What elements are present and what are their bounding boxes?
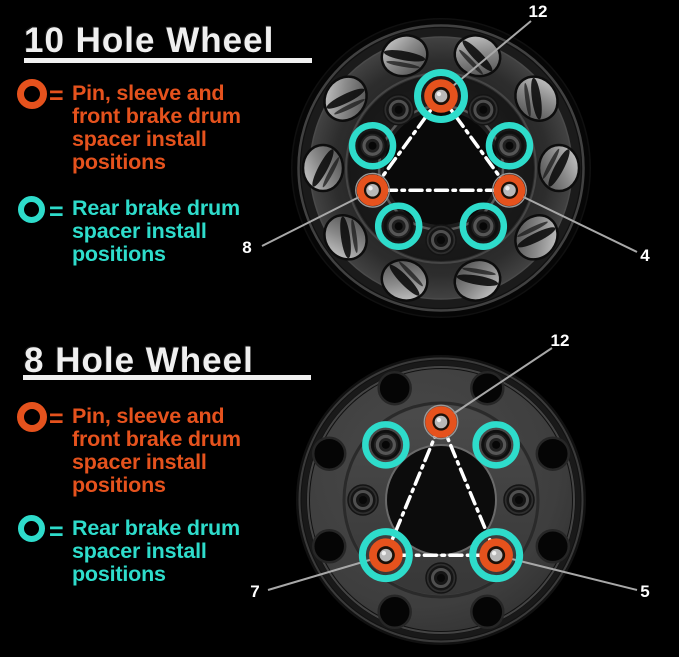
stud-marker-none bbox=[425, 224, 457, 256]
legend-text-front-positions: Pin, sleeve and front brake drum spacer … bbox=[72, 404, 241, 497]
leader-line bbox=[440, 347, 553, 423]
bolt-hole bbox=[377, 594, 412, 630]
equals-sign: = bbox=[49, 198, 64, 226]
teal-ring-icon bbox=[18, 196, 45, 223]
stud-marker-orange_and_teal bbox=[414, 69, 468, 123]
bolt-hole bbox=[470, 594, 505, 630]
leader-line bbox=[261, 189, 373, 247]
legend-text-front-positions: Pin, sleeve and front brake drum spacer … bbox=[72, 81, 241, 174]
callout-label-12-top: 12 bbox=[528, 2, 548, 21]
legend-text-rear-positions: Rear brake drum spacer install positions bbox=[72, 196, 240, 266]
callout-label-5: 5 bbox=[640, 582, 650, 601]
10-hole-wheel bbox=[261, 18, 638, 318]
bolt-hole bbox=[311, 436, 347, 471]
hand-hole bbox=[323, 75, 368, 122]
8-hole-wheel bbox=[267, 347, 638, 645]
stud-marker-none bbox=[347, 484, 379, 516]
orange-ring-icon bbox=[17, 402, 47, 432]
hand-hole bbox=[514, 214, 559, 261]
bolt-hole bbox=[311, 529, 347, 564]
stud-marker-orange_and_teal bbox=[358, 528, 413, 583]
stud-marker-orange bbox=[423, 404, 459, 440]
stud-marker-orange bbox=[355, 172, 390, 208]
teal-ring-icon bbox=[18, 515, 45, 542]
hand-hole bbox=[453, 258, 502, 302]
callout-label-8: 8 bbox=[242, 238, 252, 257]
hand-hole bbox=[514, 75, 559, 122]
callout-label-4: 4 bbox=[640, 246, 650, 265]
install-position-triangle bbox=[370, 94, 512, 192]
stud-marker-orange bbox=[492, 172, 527, 208]
legend-text-rear-positions: Rear brake drum spacer install positions bbox=[72, 516, 240, 586]
stud-marker-teal bbox=[362, 421, 410, 469]
stud-marker-teal bbox=[472, 421, 520, 469]
title-underline bbox=[24, 58, 312, 63]
stud-marker-none bbox=[503, 484, 535, 516]
bolt-hole bbox=[535, 529, 571, 564]
stud-marker-teal bbox=[348, 122, 397, 170]
hand-hole bbox=[453, 34, 502, 78]
stud-marker-none bbox=[425, 562, 457, 594]
equals-sign: = bbox=[49, 518, 64, 546]
hand-hole bbox=[323, 214, 368, 261]
install-position-triangle bbox=[384, 420, 498, 557]
hand-hole bbox=[380, 34, 429, 78]
bolt-hole bbox=[535, 436, 571, 471]
leader-line bbox=[440, 20, 532, 97]
section-title-8-hole: 8 Hole Wheel bbox=[24, 341, 254, 380]
equals-sign: = bbox=[49, 82, 64, 110]
title-underline bbox=[23, 375, 311, 380]
stud-marker-none bbox=[467, 94, 500, 126]
equals-sign: = bbox=[49, 405, 64, 433]
stud-marker-teal bbox=[485, 122, 534, 170]
section-title-10-hole: 10 Hole Wheel bbox=[24, 21, 275, 60]
hand-hole bbox=[537, 143, 581, 193]
stud-marker-orange_and_teal bbox=[469, 528, 524, 583]
orange-ring-icon bbox=[17, 79, 47, 109]
hand-hole bbox=[301, 143, 345, 193]
leader-line bbox=[509, 189, 638, 253]
hand-hole bbox=[380, 258, 429, 302]
stud-marker-teal bbox=[459, 202, 508, 250]
bolt-hole bbox=[377, 370, 412, 406]
stud-marker-none bbox=[382, 94, 415, 126]
stud-marker-teal bbox=[374, 202, 423, 250]
callout-label-12-bottom: 12 bbox=[550, 331, 570, 350]
callout-label-7: 7 bbox=[250, 582, 260, 601]
